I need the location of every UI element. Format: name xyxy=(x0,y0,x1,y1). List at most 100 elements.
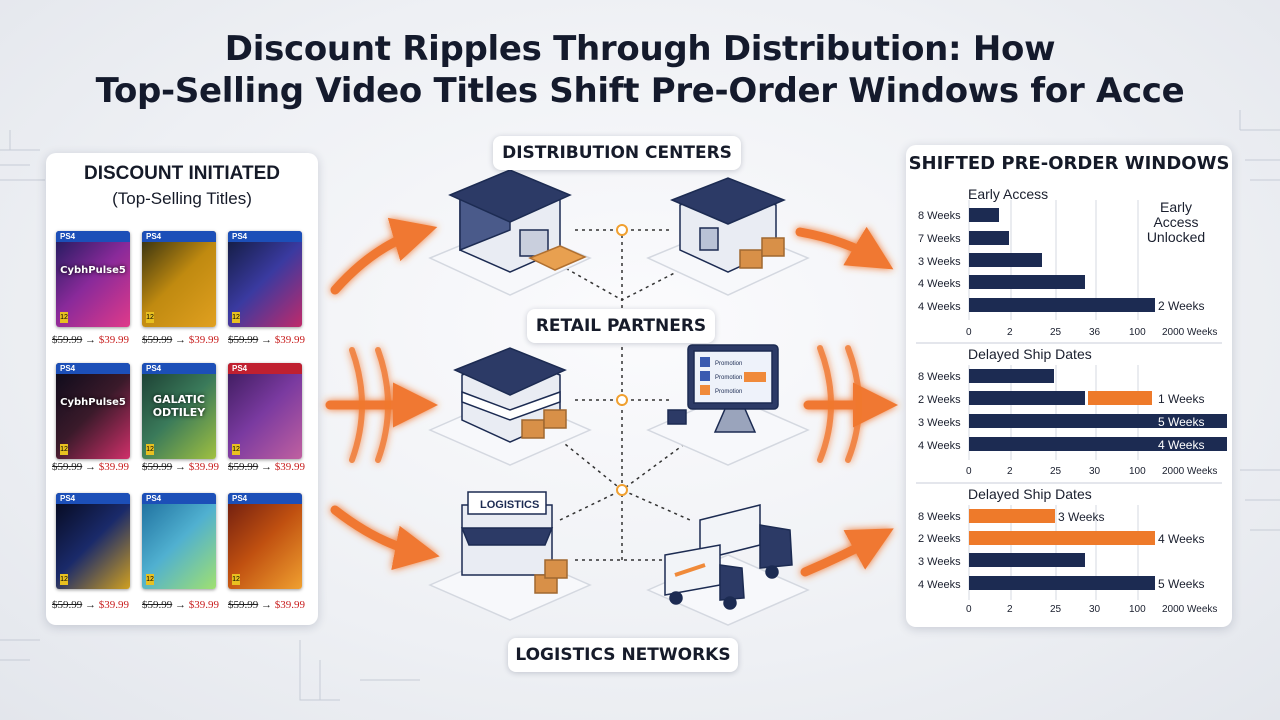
age-rating-icon: 12 xyxy=(60,574,68,585)
shifted-preorder-panel: SHIFTED PRE-ORDER WINDOWS Early Access E… xyxy=(906,145,1232,627)
logistics-networks-label: LOGISTICS NETWORKS xyxy=(508,638,738,672)
age-rating-icon: 12 xyxy=(232,444,240,455)
warehouse-icon xyxy=(670,177,786,273)
tick-label: 36 xyxy=(1089,327,1101,338)
tick-label: 2000 Weeks xyxy=(1162,604,1217,615)
row-label: 2 Weeks xyxy=(918,533,961,545)
age-rating-icon: 12 xyxy=(60,312,68,323)
bar-label: 4 Weeks xyxy=(1158,532,1204,546)
logistics-sign: LOGISTICS xyxy=(480,499,539,511)
row-label: 8 Weeks xyxy=(918,511,961,523)
chart-2: 8 Weeks 2 Weeks 3 Weeks 4 Weeks 1 Weeks … xyxy=(916,365,1227,484)
tick-label: 30 xyxy=(1089,466,1101,477)
tick-label: 0 xyxy=(966,466,972,477)
row-label: 3 Weeks xyxy=(918,556,961,568)
bar xyxy=(969,509,1055,523)
tick-label: 0 xyxy=(966,604,972,615)
game-cover-2[interactable]: PS4 12 xyxy=(142,231,216,327)
price-change: $59.99 → $39.99 xyxy=(52,599,129,611)
bar xyxy=(969,253,1042,267)
arrow-to-logistics xyxy=(330,505,440,571)
early-access-unlocked-note: Early Access Unlocked xyxy=(1146,199,1206,245)
price-change: $59.99 → $39.99 xyxy=(228,334,305,346)
age-rating-icon: 12 xyxy=(146,574,154,585)
ps4-badge: PS4 xyxy=(142,493,216,504)
ps4-badge: PS4 xyxy=(56,493,130,504)
chart-1: 8 Weeks 7 Weeks 3 Weeks 4 Weeks 4 Weeks … xyxy=(916,200,1222,344)
bar xyxy=(969,208,999,222)
retail-partners-label: RETAIL PARTNERS xyxy=(527,309,715,343)
arrow-to-distribution xyxy=(330,217,438,295)
price-change: $59.99 → $39.99 xyxy=(142,599,219,611)
arrow-to-delayed-ship-2 xyxy=(800,528,894,577)
tick-label: 2 xyxy=(1007,604,1013,615)
bar xyxy=(969,391,1085,405)
ps4-badge: PS4 xyxy=(142,231,216,242)
price-change: $59.99 → $39.99 xyxy=(52,461,129,473)
row-label: 4 Weeks xyxy=(918,301,961,313)
bar-label: 2 Weeks xyxy=(1158,299,1204,313)
tick-label: 100 xyxy=(1129,327,1146,338)
ps4-badge: PS4 xyxy=(142,363,216,374)
bar xyxy=(969,414,1227,428)
row-label: 7 Weeks xyxy=(918,233,961,245)
discount-panel-subtitle: (Top-Selling Titles) xyxy=(112,189,252,208)
game-cover-3[interactable]: PS4 12 xyxy=(228,231,302,327)
tick-label: 100 xyxy=(1129,604,1146,615)
chart-3-subtitle: Delayed Ship Dates xyxy=(968,486,1092,502)
bar xyxy=(969,231,1009,245)
row-label: 8 Weeks xyxy=(918,371,961,383)
game-cover-5[interactable]: PS4 GALATIC ODTILEY 12 xyxy=(142,363,216,459)
tick-label: 25 xyxy=(1050,466,1062,477)
discount-initiated-panel: DISCOUNT INITIATED (Top-Selling Titles) … xyxy=(46,153,318,625)
game-cover-7[interactable]: PS4 12 xyxy=(56,493,130,589)
tick-label: 2000 Weeks xyxy=(1162,327,1217,338)
promo-text-2: Promotion xyxy=(715,375,742,381)
age-rating-icon: 12 xyxy=(146,444,154,455)
row-label: 8 Weeks xyxy=(918,210,961,222)
distribution-centers-label: DISTRIBUTION CENTERS xyxy=(493,136,741,170)
price-change: $59.99 → $39.99 xyxy=(52,334,129,346)
chart-1-subtitle: Early Access xyxy=(968,186,1049,202)
truck-icon xyxy=(664,544,745,610)
game-cover-6[interactable]: PS4 12 xyxy=(228,363,302,459)
game-cover-4[interactable]: PS4 CybhPulse5 12 xyxy=(56,363,130,459)
ps4-badge: PS4 xyxy=(228,363,302,374)
tick-label: 100 xyxy=(1129,466,1146,477)
bar-label: 5 Weeks xyxy=(1158,415,1204,429)
row-label: 3 Weeks xyxy=(918,256,961,268)
tick-label: 30 xyxy=(1089,604,1101,615)
bar xyxy=(969,298,1155,312)
age-rating-icon: 12 xyxy=(232,312,240,323)
game-cover-1[interactable]: PS4 CybhPulse5 12 xyxy=(56,231,130,327)
page-title: Discount Ripples Through Distribution: H… xyxy=(0,28,1280,112)
ps4-badge: PS4 xyxy=(56,363,130,374)
price-change: $59.99 → $39.99 xyxy=(142,334,219,346)
bar-label: 4 Weeks xyxy=(1158,438,1204,452)
chart-2-subtitle: Delayed Ship Dates xyxy=(968,346,1092,362)
title-line-2: Top-Selling Video Titles Shift Pre-Order… xyxy=(95,71,1185,111)
game-title: CybhPulse5 xyxy=(60,397,126,408)
bar xyxy=(969,531,1155,545)
store-icon xyxy=(453,347,567,443)
game-cover-8[interactable]: PS4 12 xyxy=(142,493,216,589)
price-change: $59.99 → $39.99 xyxy=(228,599,305,611)
title-line-1: Discount Ripples Through Distribution: H… xyxy=(224,29,1056,69)
age-rating-icon: 12 xyxy=(146,312,154,323)
bar xyxy=(1088,391,1152,405)
bar-label: 1 Weeks xyxy=(1158,392,1204,406)
warehouse-icon xyxy=(448,169,587,273)
tick-label: 2 xyxy=(1007,327,1013,338)
tick-label: 2 xyxy=(1007,466,1013,477)
age-rating-icon: 12 xyxy=(232,574,240,585)
row-label: 3 Weeks xyxy=(918,417,961,429)
promo-text-3: Promotion xyxy=(715,389,742,395)
ps4-badge: PS4 xyxy=(228,493,302,504)
bar-label: 3 Weeks xyxy=(1058,510,1104,524)
discount-panel-title: DISCOUNT INITIATED xyxy=(84,163,280,184)
game-title: GALATIC ODTILEY xyxy=(152,393,206,419)
ps4-badge: PS4 xyxy=(228,231,302,242)
game-cover-9[interactable]: PS4 12 xyxy=(228,493,302,589)
